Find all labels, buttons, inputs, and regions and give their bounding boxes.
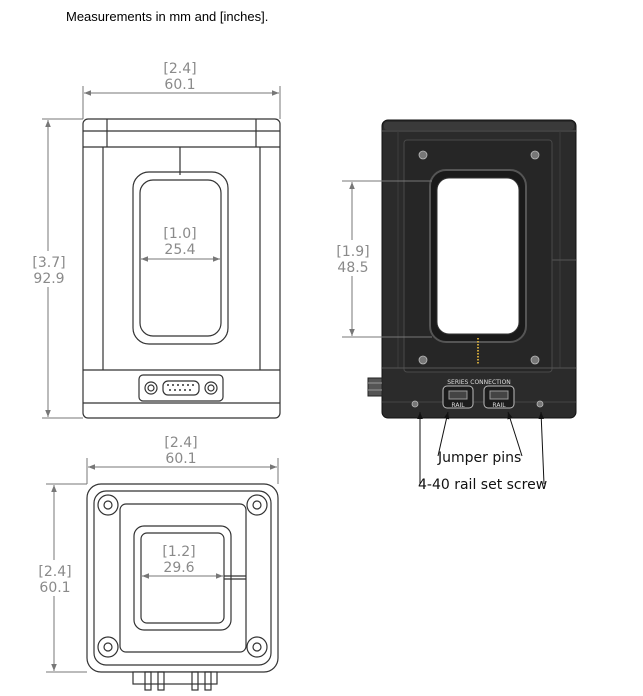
front-width-label: [2.4] 60.1 [163,58,197,93]
bottom-aperture-label: [1.2] 29.6 [162,544,195,576]
front-aperture-label: [1.0] 25.4 [163,226,196,258]
front-aperture-inches: [1.0] [163,226,196,242]
series-connection-label: SERIES CONNECTION [447,379,511,386]
front-dimensions [42,86,281,419]
bottom-dimensions [46,458,279,673]
bottom-aperture-inner [140,532,225,624]
bottom-width-label: [2.4] 60.1 [164,432,198,467]
bottom-depth-mm: 60.1 [39,580,70,596]
front-connector-plate [138,374,224,402]
measurement-units-caption: Measurements in mm and [inches]. [66,9,269,24]
front-connector-d-sub [162,380,200,396]
rear-aperture-window [436,177,520,335]
front-height-inches: [3.7] [32,255,65,271]
front-housing-outline [82,118,281,419]
front-width-inches: [2.4] [163,61,196,77]
front-height-label: [3.7] 92.9 [32,251,66,287]
bottom-connector [132,671,218,685]
bottom-view [86,483,279,691]
front-aperture-mm: 25.4 [164,242,195,258]
rear-screw-heads [411,150,544,408]
rear-callout-leaders [417,411,545,485]
bottom-aperture-mm: 29.6 [163,560,194,576]
rear-aperture-mm: 48.5 [337,260,368,276]
rail-set-screw-callout: 4-40 rail set screw [418,477,547,493]
front-width-mm: 60.1 [164,77,195,93]
bottom-aperture-outer [133,525,232,631]
rail-label-right: RAIL [492,402,506,409]
bottom-aperture-inches: [1.2] [162,544,195,560]
rear-aperture-label: [1.9] 48.5 [336,240,370,276]
rear-aperture-inches: [1.9] [336,244,369,260]
rail-label-left: RAIL [451,402,465,409]
rear-side-knob [367,377,383,397]
bottom-width-inches: [2.4] [164,435,197,451]
rear-view: SERIES CONNECTION RAIL RAIL [367,119,577,419]
front-height-mm: 92.9 [33,271,64,287]
bottom-depth-label: [2.4] 60.1 [38,560,72,596]
front-aperture-inner [139,179,222,337]
front-aperture-outer [132,171,229,345]
bottom-depth-inches: [2.4] [38,564,71,580]
front-view [82,118,281,419]
bottom-width-mm: 60.1 [165,451,196,467]
jumper-pins-callout: Jumper pins [437,450,521,466]
bottom-recess [119,503,247,653]
